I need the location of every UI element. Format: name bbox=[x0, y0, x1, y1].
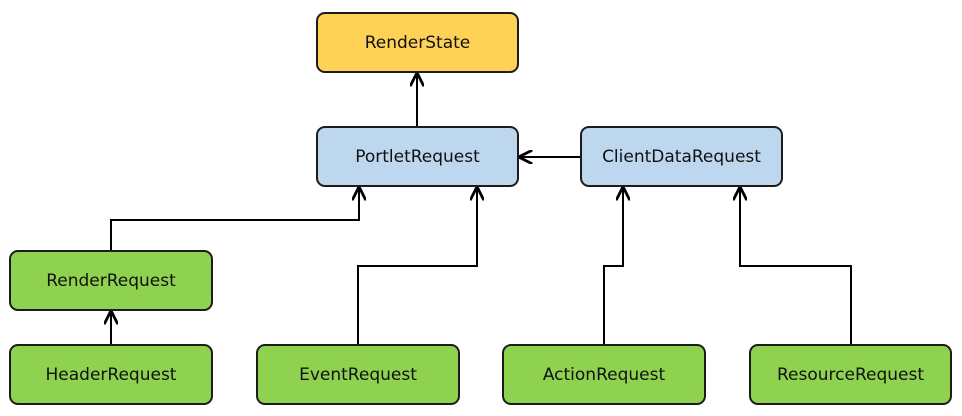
node-header-request: HeaderRequest bbox=[9, 344, 213, 405]
node-resource-request: ResourceRequest bbox=[749, 344, 952, 405]
edge-resourcerequest-to-clientdatarequest bbox=[740, 188, 852, 344]
node-label: ClientDataRequest bbox=[602, 146, 761, 167]
node-client-data-request: ClientDataRequest bbox=[580, 126, 783, 187]
node-label: EventRequest bbox=[299, 364, 417, 385]
node-portlet-request: PortletRequest bbox=[316, 126, 519, 187]
edge-actionrequest-to-clientdatarequest bbox=[603, 188, 623, 344]
node-event-request: EventRequest bbox=[256, 344, 460, 405]
node-render-state: RenderState bbox=[316, 12, 519, 73]
node-label: ResourceRequest bbox=[776, 364, 924, 385]
edge-eventrequest-to-portletrequest bbox=[357, 188, 477, 344]
node-label: HeaderRequest bbox=[45, 364, 177, 385]
node-label: RenderRequest bbox=[46, 270, 176, 291]
node-label: PortletRequest bbox=[355, 146, 480, 167]
node-render-request: RenderRequest bbox=[9, 250, 213, 311]
edge-renderrequest-to-portletrequest bbox=[110, 188, 359, 250]
node-label: ActionRequest bbox=[542, 364, 666, 385]
node-action-request: ActionRequest bbox=[502, 344, 706, 405]
node-label: RenderState bbox=[364, 32, 471, 53]
